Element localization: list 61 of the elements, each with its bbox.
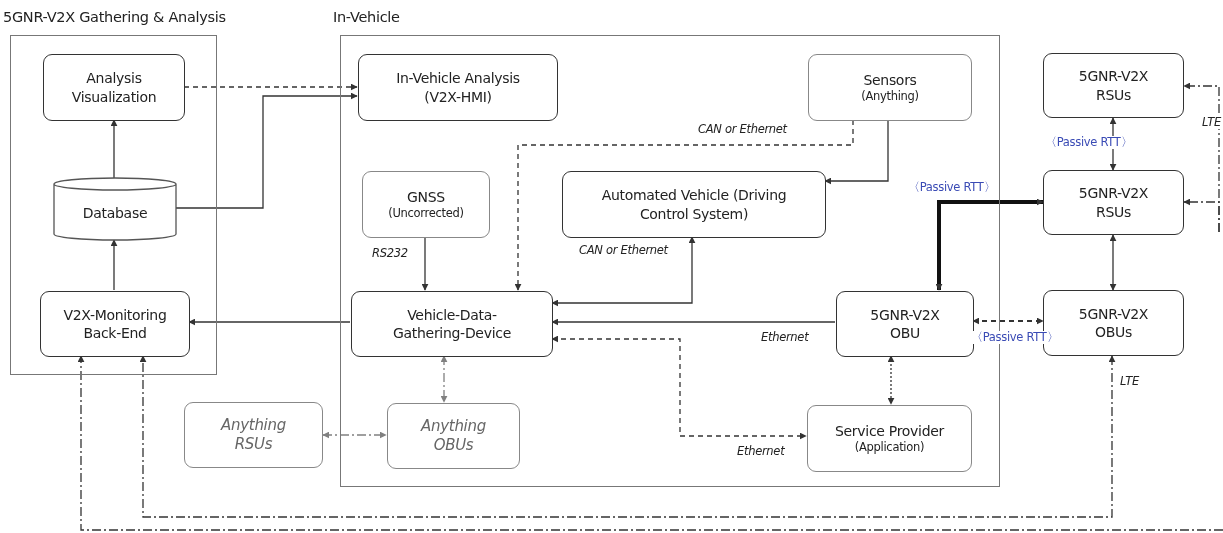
connector-arrow xyxy=(972,317,1044,325)
process-box xyxy=(808,54,972,121)
connector-arrow xyxy=(77,355,1223,531)
node-label: Service Provider xyxy=(834,421,944,441)
process-box xyxy=(40,291,190,357)
node-label: Vehicle-Data-Gathering-Device xyxy=(392,305,512,343)
edge-label: CAN or Ethernet xyxy=(697,123,788,136)
connector-arrow xyxy=(1109,234,1117,291)
connector-arrow xyxy=(824,119,889,185)
connector-arrow xyxy=(188,318,351,326)
connector-arrow xyxy=(421,236,429,291)
node-label: 5GNR-V2X RSUs xyxy=(1077,67,1150,104)
node-label: 5GNR-V2X RSUs xyxy=(1077,184,1150,221)
node-label: Automated Vehicle (Driving Control System) xyxy=(600,186,788,223)
edge-label: CAN or Ethernet xyxy=(578,244,669,257)
edge-label: Ethernet xyxy=(760,331,810,344)
connector-arrow xyxy=(1183,198,1220,233)
process-box xyxy=(358,54,558,121)
connector-arrow xyxy=(110,239,118,291)
node-label: Database xyxy=(82,203,148,223)
connector-arrow xyxy=(322,431,387,439)
connector-arrow xyxy=(514,119,854,291)
process-box xyxy=(184,402,323,468)
connector-arrow xyxy=(440,355,448,403)
edge-label: LTE xyxy=(1201,116,1223,129)
process-box xyxy=(1043,53,1184,118)
process-box xyxy=(1043,170,1184,235)
node-label: 5GNR-V2X OBUs xyxy=(1077,304,1150,342)
process-box xyxy=(387,403,520,469)
edge-label: RS232 xyxy=(371,247,409,260)
node-subtitle: (Anything) xyxy=(861,89,919,105)
connector-arrow xyxy=(183,83,358,91)
group-heading: In-Vehicle xyxy=(333,9,400,25)
process-box xyxy=(807,405,972,472)
node-subtitle: (Uncorrected) xyxy=(388,206,464,222)
connector-arrow xyxy=(551,335,807,440)
edge-label: LTE xyxy=(1119,375,1141,388)
group-heading: 5GNR-V2X Gathering & Analysis xyxy=(3,9,226,25)
process-box xyxy=(43,54,185,121)
process-box xyxy=(351,291,553,357)
database-cylinder xyxy=(53,177,177,241)
node-label: Sensors xyxy=(863,70,917,90)
connector-arrow xyxy=(551,318,836,326)
connector-arrow xyxy=(887,355,895,405)
connector-arrow xyxy=(935,198,1044,291)
connector-arrow xyxy=(175,92,358,209)
node-subtitle: (Application) xyxy=(854,440,925,456)
edge-label: Ethernet xyxy=(736,445,786,458)
node-label: Anything OBUs xyxy=(419,416,487,456)
node-label: Analysis Visualization xyxy=(70,69,158,106)
node-label: V2X-Monitoring Back-End xyxy=(62,305,168,343)
process-box xyxy=(362,171,490,238)
process-box xyxy=(562,171,826,238)
node-label: GNSS xyxy=(407,187,445,207)
connector-arrow xyxy=(110,119,118,179)
node-label: Anything RSUs xyxy=(219,415,287,455)
connector-arrow xyxy=(551,236,696,307)
connector-arrow xyxy=(139,355,1116,518)
process-box xyxy=(836,291,974,357)
node-label: 5GNR-V2X OBU xyxy=(869,305,941,343)
node-label: In-Vehicle Analysis (V2X-HMI) xyxy=(395,69,521,106)
